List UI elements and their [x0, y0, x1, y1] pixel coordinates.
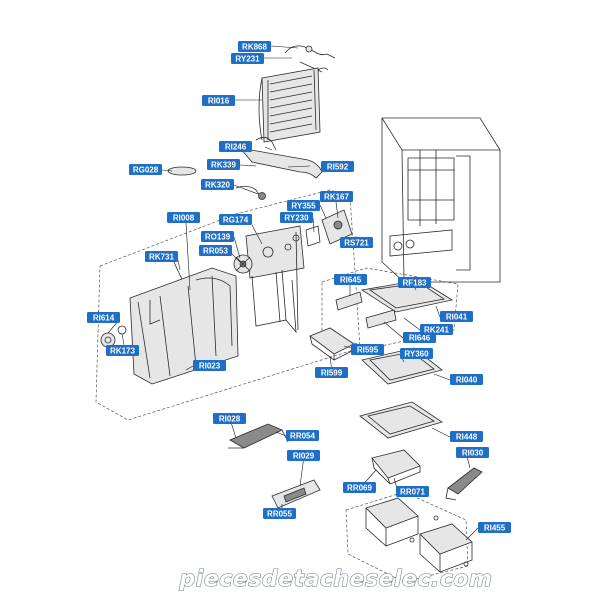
callout-RI592[interactable]: RI592 [321, 161, 354, 172]
svg-text:RI041: RI041 [446, 313, 468, 322]
callout-RK173[interactable]: RK173 [106, 345, 139, 356]
callout-RK167[interactable]: RK167 [320, 191, 353, 202]
part-handle-lower [271, 479, 321, 509]
callout-RI029[interactable]: RI029 [287, 450, 320, 461]
callout-RF183[interactable]: RF183 [398, 277, 431, 288]
svg-text:RI614: RI614 [93, 314, 115, 323]
svg-text:RI040: RI040 [456, 376, 478, 385]
svg-text:RI599: RI599 [321, 369, 343, 378]
svg-text:RI028: RI028 [219, 415, 241, 424]
callout-RR053[interactable]: RR053 [199, 245, 232, 256]
svg-text:RI016: RI016 [208, 97, 230, 106]
part-handle-upper [228, 423, 289, 449]
callout-RY355[interactable]: RY355 [287, 200, 320, 211]
callout-RI614[interactable]: RI614 [87, 312, 120, 323]
svg-text:RY355: RY355 [291, 202, 316, 211]
callout-RK868[interactable]: RK868 [238, 41, 271, 52]
callout-RI455[interactable]: RI455 [478, 522, 511, 533]
callout-RR071[interactable]: RR071 [396, 486, 429, 497]
callout-RK320[interactable]: RK320 [201, 179, 234, 190]
callout-RS721[interactable]: RS721 [340, 237, 373, 248]
part-bracket [445, 467, 483, 501]
callout-RR069[interactable]: RR069 [343, 482, 376, 493]
svg-text:RI645: RI645 [340, 276, 362, 285]
callout-RI016[interactable]: RI016 [202, 95, 235, 106]
callout-RI448[interactable]: RI448 [450, 431, 483, 442]
callout-RI599[interactable]: RI599 [315, 367, 348, 378]
part-top-fitting [284, 45, 336, 73]
callout-RK241[interactable]: RK241 [420, 324, 453, 335]
svg-text:RK731: RK731 [149, 253, 174, 262]
part-shelf-supports [335, 291, 397, 329]
callout-RI595[interactable]: RI595 [351, 344, 384, 355]
svg-text:RY230: RY230 [284, 214, 309, 223]
svg-text:RI646: RI646 [409, 334, 431, 343]
svg-text:RK241: RK241 [424, 326, 449, 335]
svg-text:RS721: RS721 [344, 239, 369, 248]
part-small-tray [309, 327, 355, 361]
svg-text:RI029: RI029 [293, 452, 315, 461]
callout-RG028[interactable]: RG028 [129, 164, 162, 175]
svg-text:RK868: RK868 [242, 43, 267, 52]
part-crisper-drawers [365, 497, 473, 573]
svg-text:RO139: RO139 [205, 233, 231, 242]
callout-RI023[interactable]: RI023 [193, 360, 226, 371]
svg-text:RY360: RY360 [404, 350, 429, 359]
callout-RK339[interactable]: RK339 [207, 159, 240, 170]
callout-RR054[interactable]: RR054 [286, 430, 319, 441]
assembly-outline-left [95, 189, 361, 421]
callout-RY231[interactable]: RY231 [231, 53, 264, 64]
svg-text:RI592: RI592 [327, 163, 349, 172]
callout-RG174[interactable]: RG174 [219, 214, 252, 225]
svg-text:RG028: RG028 [133, 166, 159, 175]
callout-RI041[interactable]: RI041 [440, 311, 473, 322]
parts-artwork [95, 45, 501, 583]
part-air-duct [238, 137, 323, 179]
svg-text:RK320: RK320 [205, 181, 230, 190]
svg-text:RK173: RK173 [110, 347, 135, 356]
svg-text:RR054: RR054 [290, 432, 315, 441]
part-round-grille [167, 166, 197, 176]
svg-text:RR053: RR053 [203, 247, 228, 256]
part-cabinet [381, 117, 501, 283]
part-rear-panel [245, 225, 305, 334]
svg-text:RI455: RI455 [484, 524, 506, 533]
part-sensor [235, 186, 266, 200]
callout-RO139[interactable]: RO139 [201, 231, 234, 242]
callout-RI040[interactable]: RI040 [450, 374, 483, 385]
svg-text:RI023: RI023 [199, 362, 221, 371]
callout-RK731[interactable]: RK731 [145, 251, 178, 262]
callout-RI028[interactable]: RI028 [213, 413, 246, 424]
callout-RI645[interactable]: RI645 [334, 274, 367, 285]
part-inner-liner [129, 267, 239, 385]
callout-RI246[interactable]: RI246 [219, 141, 252, 152]
svg-text:RR069: RR069 [347, 484, 372, 493]
svg-text:RI595: RI595 [357, 346, 379, 355]
callout-RY360[interactable]: RY360 [400, 348, 433, 359]
svg-text:RR055: RR055 [267, 510, 292, 519]
svg-text:RK339: RK339 [211, 161, 236, 170]
callout-RI008[interactable]: RI008 [167, 212, 200, 223]
callout-RR055[interactable]: RR055 [263, 508, 296, 519]
svg-text:RF183: RF183 [402, 279, 427, 288]
svg-text:RI246: RI246 [225, 143, 247, 152]
callout-RY230[interactable]: RY230 [280, 212, 313, 223]
part-glass-shelf-lower [359, 401, 443, 439]
svg-text:RI008: RI008 [173, 214, 195, 223]
part-evaporator-coil [258, 67, 321, 143]
svg-text:RG174: RG174 [223, 216, 249, 225]
callout-RI030[interactable]: RI030 [456, 447, 489, 458]
svg-text:RR071: RR071 [400, 488, 425, 497]
watermark-text: piecesdetacheselec.com [179, 567, 493, 592]
svg-text:RI030: RI030 [462, 449, 484, 458]
svg-text:RK167: RK167 [324, 193, 349, 202]
part-crisper-cover [371, 449, 421, 485]
svg-text:RI448: RI448 [456, 433, 478, 442]
part-fan-wheel [233, 254, 253, 274]
svg-text:RY231: RY231 [235, 55, 260, 64]
